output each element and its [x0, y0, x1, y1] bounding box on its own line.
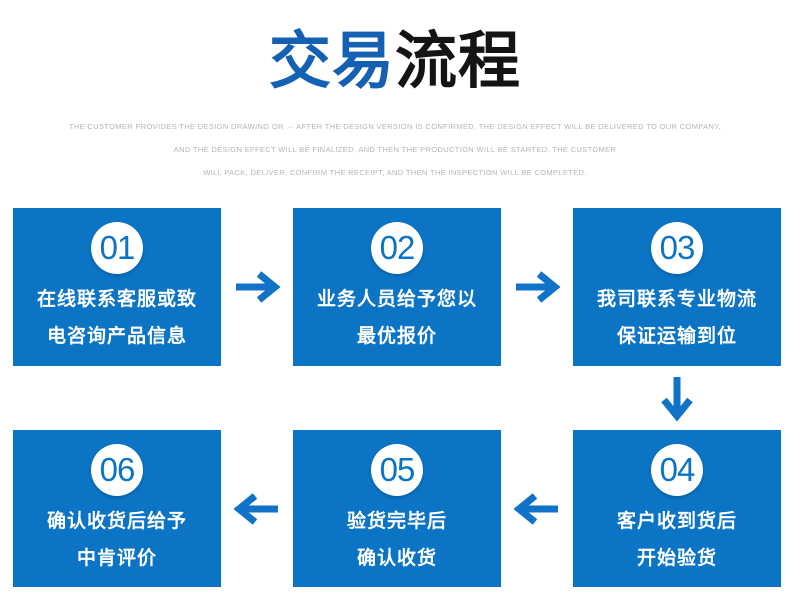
- step-06-number-badge: 06: [91, 444, 143, 496]
- flow-connector-row: [0, 366, 790, 430]
- step-05-line1: 验货完毕后: [346, 511, 447, 532]
- step-03-description: 我司联系专业物流 保证运输到位: [597, 281, 757, 355]
- page-title-black-part: 流程: [395, 27, 522, 96]
- step-02-description: 业务人员给予您以 最优报价: [317, 281, 477, 355]
- step-03-line2: 保证运输到位: [616, 326, 737, 347]
- subtitle-line-3: WILL PACK, DELIVER, CONFIRM THE RECEIPT,…: [203, 168, 587, 177]
- step-01-line1: 在线联系客服或致: [36, 289, 197, 310]
- flow-row-bottom: 06 确认收货后给予 中肯评价 05 验货完毕后 确认收货: [0, 430, 790, 587]
- step-03-number: 03: [659, 229, 696, 266]
- step-06-line2: 中肯评价: [76, 548, 157, 569]
- subtitle-line-2: AND THE DESIGN EFFECT WILL BE FINALIZED,…: [173, 145, 617, 154]
- step-06-description: 确认收货后给予 中肯评价: [47, 503, 187, 577]
- step-02-number: 02: [379, 229, 416, 266]
- step-03-number-badge: 03: [651, 222, 703, 274]
- step-01-number-badge: 01: [91, 222, 143, 274]
- page-title-blue-part: 交易: [268, 27, 395, 96]
- arrow-left-icon: [501, 430, 573, 587]
- arrow-right-icon: [221, 208, 293, 366]
- step-card-06: 06 确认收货后给予 中肯评价: [13, 430, 221, 587]
- step-03-line1: 我司联系专业物流: [596, 289, 757, 310]
- step-card-01: 01 在线联系客服或致 电咨询产品信息: [13, 208, 221, 366]
- step-01-number: 01: [99, 229, 136, 266]
- step-01-description: 在线联系客服或致 电咨询产品信息: [37, 281, 197, 355]
- step-05-line2: 确认收货: [356, 548, 437, 569]
- step-04-number-badge: 04: [651, 444, 703, 496]
- step-02-line2: 最优报价: [356, 326, 437, 347]
- step-04-line2: 开始验货: [636, 548, 717, 569]
- subtitle-line-1: THE CUSTOMER PROVIDES THE DESIGN DRAWING…: [68, 122, 722, 131]
- step-02-number-badge: 02: [371, 222, 423, 274]
- step-02-line1: 业务人员给予您以: [316, 289, 477, 310]
- arrow-left-icon: [221, 430, 293, 587]
- subtitle: THE CUSTOMER PROVIDES THE DESIGN DRAWING…: [0, 115, 790, 184]
- arrow-right-icon: [501, 208, 573, 366]
- step-card-03: 03 我司联系专业物流 保证运输到位: [573, 208, 781, 366]
- step-card-02: 02 业务人员给予您以 最优报价: [293, 208, 501, 366]
- step-card-04: 04 客户收到货后 开始验货: [573, 430, 781, 587]
- step-card-05: 05 验货完毕后 确认收货: [293, 430, 501, 587]
- step-04-number: 04: [659, 451, 696, 488]
- step-04-line1: 客户收到货后: [616, 511, 737, 532]
- step-06-line1: 确认收货后给予: [46, 511, 187, 532]
- arrow-down-icon: [572, 366, 781, 430]
- step-04-description: 客户收到货后 开始验货: [617, 503, 737, 577]
- step-05-number-badge: 05: [371, 444, 423, 496]
- step-05-number: 05: [379, 451, 416, 488]
- flow-row-top: 01 在线联系客服或致 电咨询产品信息 02 业务人员给予您以 最优报价: [0, 208, 790, 366]
- step-05-description: 验货完毕后 确认收货: [347, 503, 447, 577]
- step-01-line2: 电咨询产品信息: [46, 326, 187, 347]
- step-06-number: 06: [99, 451, 136, 488]
- page-title: 交易流程: [0, 28, 790, 96]
